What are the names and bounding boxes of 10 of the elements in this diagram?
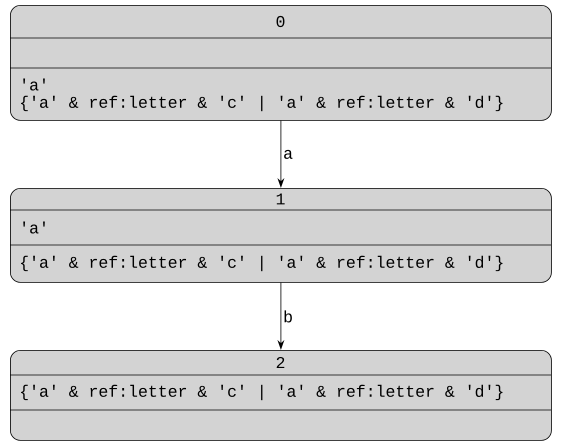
edge-label: a: [282, 148, 294, 160]
state-label: 1: [276, 194, 285, 204]
rule-text: {'a' & ref:letter & 'c' | 'a' & ref:letter & 'd'}: [21, 256, 502, 272]
edge-label: b: [282, 309, 294, 324]
rule-text: {'a' & ref:letter & 'c' | 'a' & ref:letter & 'd'}: [21, 96, 502, 112]
state-label: 0: [276, 16, 284, 28]
rule-text: {'a' & ref:letter & 'c' | 'a' & ref:letter & 'd'}: [21, 384, 502, 400]
state-label: 2: [276, 356, 284, 368]
rule-text: 'a': [23, 78, 45, 91]
rule-text: 'a': [23, 221, 45, 234]
